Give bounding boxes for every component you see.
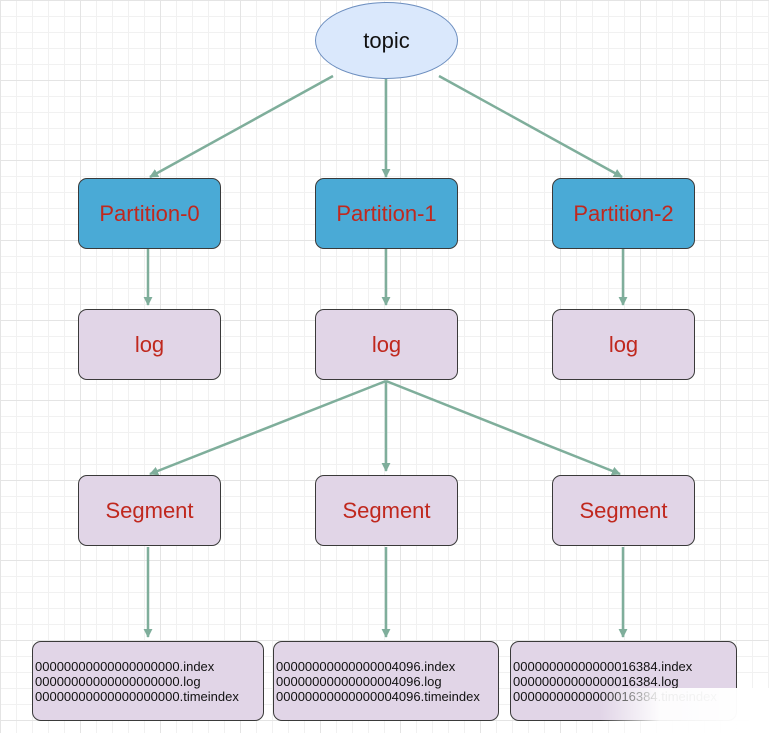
partition-1-node: Partition-1 <box>315 178 458 249</box>
edge-log-segment-0 <box>149 379 387 476</box>
segment-0-log-file: 00000000000000000000.log <box>35 674 201 689</box>
segment-2-node: Segment <box>552 475 695 546</box>
watermark-overlay <box>600 688 769 733</box>
partition-2-node: Partition-2 <box>552 178 695 249</box>
log-1-node: log <box>315 309 458 380</box>
topic-node: topic <box>315 2 458 79</box>
segment-1-index-file: 00000000000000004096.index <box>276 659 456 674</box>
segment-0-node: Segment <box>78 475 221 546</box>
partition-1-label: Partition-1 <box>336 200 437 226</box>
segment-2-log-file: 00000000000000016384.log <box>513 674 679 689</box>
segment-0-files-box: 00000000000000000000.index 0000000000000… <box>32 641 264 721</box>
segment-1-files-box: 00000000000000004096.index 0000000000000… <box>273 641 499 721</box>
segment-1-timeindex-file: 00000000000000004096.timeindex <box>276 689 480 704</box>
log-1-label: log <box>371 331 402 357</box>
partition-0-label: Partition-0 <box>99 200 200 226</box>
segment-1-node: Segment <box>315 475 458 546</box>
log-0-node: log <box>78 309 221 380</box>
segment-1-log-file: 00000000000000004096.log <box>276 674 442 689</box>
log-2-node: log <box>552 309 695 380</box>
segment-1-label: Segment <box>342 497 431 523</box>
edge-topic-partition-2 <box>438 74 623 179</box>
segment-0-label: Segment <box>105 497 194 523</box>
segment-0-index-file: 00000000000000000000.index <box>35 659 215 674</box>
partition-2-label: Partition-2 <box>573 200 674 226</box>
topic-label: topic <box>363 27 410 53</box>
log-0-label: log <box>134 331 165 357</box>
partition-0-node: Partition-0 <box>78 178 221 249</box>
segment-2-label: Segment <box>579 497 668 523</box>
segment-2-index-file: 00000000000000016384.index <box>513 659 693 674</box>
edge-topic-partition-0 <box>149 74 334 179</box>
log-2-label: log <box>608 331 639 357</box>
edge-log-segment-2 <box>385 379 621 476</box>
segment-0-timeindex-file: 00000000000000000000.timeindex <box>35 689 239 704</box>
